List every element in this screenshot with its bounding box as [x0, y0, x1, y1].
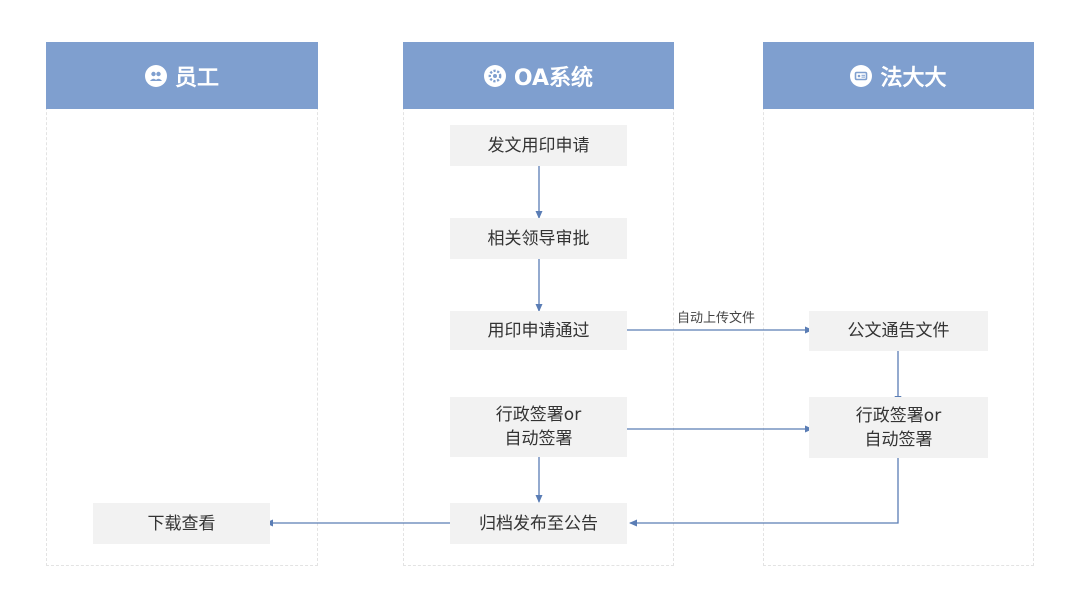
- node-apply: 发文用印申请: [450, 125, 627, 166]
- id-card-icon: [850, 64, 873, 87]
- node-notice: 公文通告文件: [809, 311, 988, 351]
- lane-header-oa-system: OA系统: [403, 42, 674, 109]
- gear-icon: [483, 64, 506, 87]
- lane-title-employee: 员工: [174, 65, 219, 91]
- node-approved: 用印申请通过: [450, 311, 627, 350]
- node-approve: 相关领导审批: [450, 218, 627, 259]
- lane-employee: 员工: [46, 42, 318, 566]
- node-download: 下载查看: [93, 503, 270, 544]
- node-archive: 归档发布至公告: [450, 503, 627, 544]
- user-group-icon: [144, 64, 167, 87]
- lane-header-employee: 员工: [46, 42, 318, 109]
- node-oa-sign: 行政签署or 自动签署: [450, 397, 627, 457]
- lane-header-fadada: 法大大: [763, 42, 1034, 109]
- lane-title-fadada: 法大大: [880, 65, 947, 91]
- edge-label-auto-upload: 自动上传文件: [677, 311, 756, 326]
- arrow-fdd-sign-to-archive: [629, 458, 899, 527]
- lane-title-oa-system: OA系统: [513, 65, 594, 91]
- lane-fadada: 法大大: [763, 42, 1034, 566]
- lane-oa-system: OA系统: [403, 42, 674, 566]
- node-fdd-sign: 行政签署or 自动签署: [809, 397, 988, 458]
